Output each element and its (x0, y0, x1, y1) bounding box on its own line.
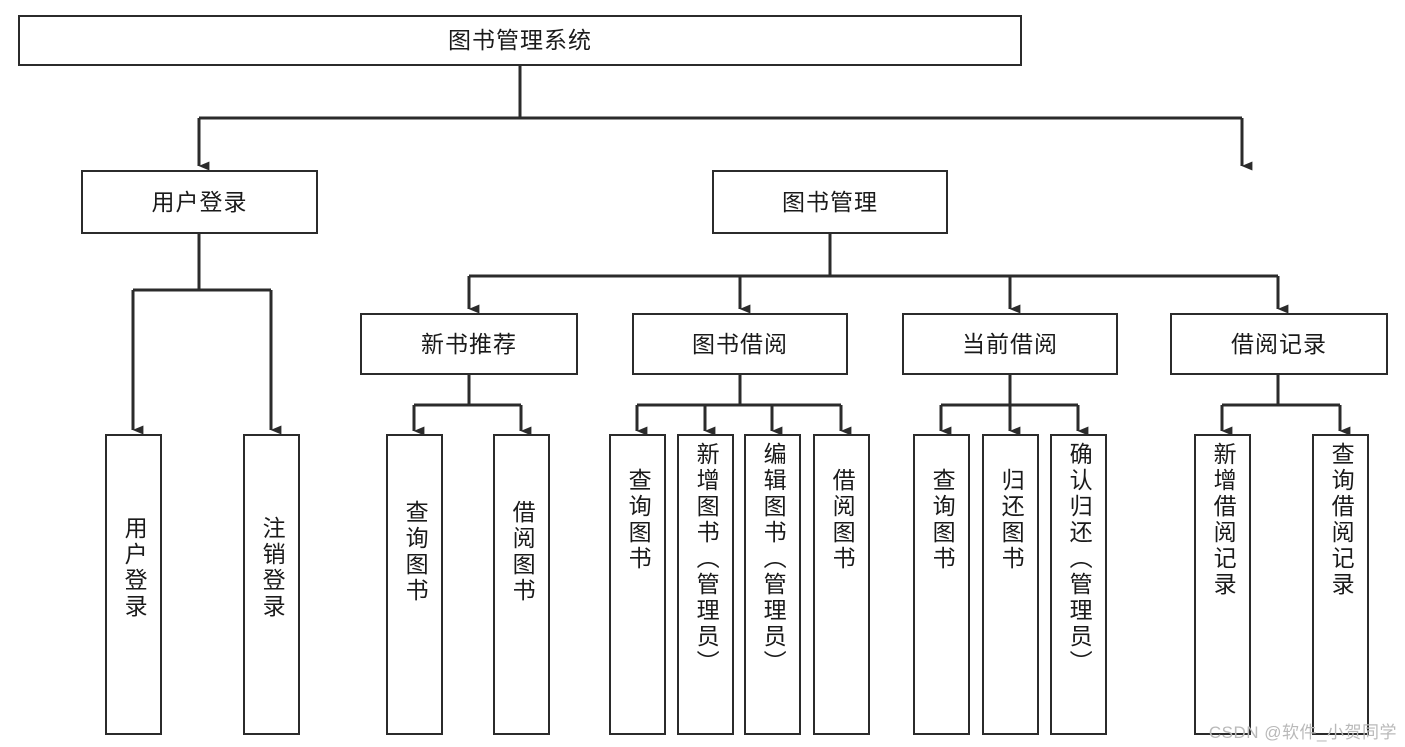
node-leaf-query-book-3[interactable]: 查询图书 (913, 434, 970, 735)
node-leaf-query-book-2[interactable]: 查询图书 (609, 434, 666, 735)
node-leaf-borrow-book-2-label: 借阅图书 (829, 468, 856, 572)
node-current-borrow-label: 当前借阅 (962, 330, 1058, 357)
node-book-management[interactable]: 图书管理 (712, 170, 948, 234)
node-root-label: 图书管理系统 (448, 27, 592, 53)
node-leaf-query-book-1[interactable]: 查询图书 (386, 434, 443, 735)
node-user-login[interactable]: 用户登录 (81, 170, 318, 234)
node-borrow-records-label: 借阅记录 (1231, 330, 1327, 357)
node-borrow-records[interactable]: 借阅记录 (1170, 313, 1388, 375)
csdn-watermark: CSDN @软件_小贺同学 (1208, 723, 1397, 742)
node-leaf-query-book-1-label: 查询图书 (402, 500, 429, 604)
node-leaf-borrow-book-1-label: 借阅图书 (509, 500, 536, 604)
node-new-book-recommend[interactable]: 新书推荐 (360, 313, 578, 375)
node-leaf-add-borrow-record[interactable]: 新增借阅记录 (1194, 434, 1251, 735)
node-leaf-add-borrow-record-label: 新增借阅记录 (1210, 442, 1237, 598)
node-root[interactable]: 图书管理系统 (18, 15, 1022, 66)
node-leaf-add-book-admin-label: 新增图书（管理员） (693, 442, 720, 676)
node-leaf-borrow-book-2[interactable]: 借阅图书 (813, 434, 870, 735)
node-leaf-return-book-label: 归还图书 (998, 468, 1025, 572)
node-leaf-logout[interactable]: 注销登录 (243, 434, 300, 735)
node-leaf-query-book-2-label: 查询图书 (625, 468, 652, 572)
node-leaf-query-borrow-record-label: 查询借阅记录 (1328, 442, 1355, 598)
node-leaf-return-book[interactable]: 归还图书 (982, 434, 1039, 735)
node-leaf-borrow-book-1[interactable]: 借阅图书 (493, 434, 550, 735)
node-book-management-label: 图书管理 (782, 188, 878, 215)
node-leaf-confirm-return-admin[interactable]: 确认归还（管理员） (1050, 434, 1107, 735)
node-leaf-user-login-label: 用户登录 (121, 516, 148, 620)
node-leaf-add-book-admin[interactable]: 新增图书（管理员） (677, 434, 734, 735)
node-leaf-query-borrow-record[interactable]: 查询借阅记录 (1312, 434, 1369, 735)
node-leaf-user-login[interactable]: 用户登录 (105, 434, 162, 735)
node-leaf-edit-book-admin-label: 编辑图书（管理员） (760, 442, 787, 676)
node-leaf-logout-label: 注销登录 (259, 516, 286, 620)
node-leaf-query-book-3-label: 查询图书 (929, 468, 956, 572)
node-current-borrow[interactable]: 当前借阅 (902, 313, 1118, 375)
node-book-borrow-label: 图书借阅 (692, 330, 788, 357)
node-new-book-recommend-label: 新书推荐 (421, 330, 517, 357)
node-leaf-edit-book-admin[interactable]: 编辑图书（管理员） (744, 434, 801, 735)
node-user-login-label: 用户登录 (151, 188, 248, 215)
node-leaf-confirm-return-admin-label: 确认归还（管理员） (1066, 442, 1093, 676)
node-book-borrow[interactable]: 图书借阅 (632, 313, 848, 375)
